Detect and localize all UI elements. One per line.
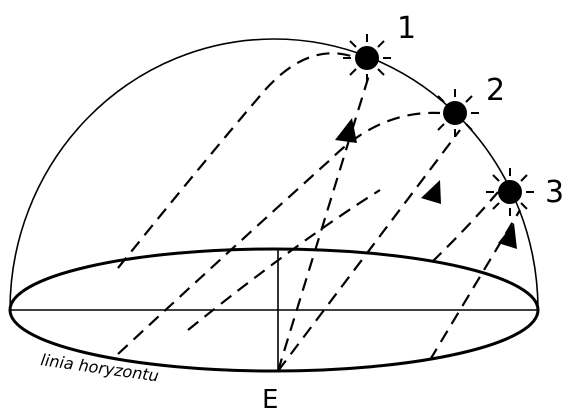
sun-position-label-1: 1: [397, 11, 416, 46]
sun-path-2-back: [117, 111, 441, 355]
sun-path-1-back: [117, 52, 358, 269]
sun-path-3-arrow: [498, 223, 517, 249]
celestial-dome: [9, 38, 539, 311]
sun-icon: [486, 168, 534, 216]
sun-icon: [343, 34, 391, 82]
sun-path-3-front: [429, 209, 521, 361]
sun-path-2-arrow: [421, 180, 441, 204]
sun-path-3-back: [431, 191, 499, 263]
sun-path-2-front: [187, 189, 381, 331]
sun-path-2-rise: [277, 129, 461, 372]
point-label-e: E: [262, 385, 278, 412]
sun-path-1-front: [276, 71, 372, 372]
sun-position-label-3: 3: [545, 175, 564, 210]
sun-position-label-2: 2: [486, 73, 505, 108]
sun-path-1-arrow: [335, 118, 357, 143]
sun-icon: [431, 89, 479, 137]
